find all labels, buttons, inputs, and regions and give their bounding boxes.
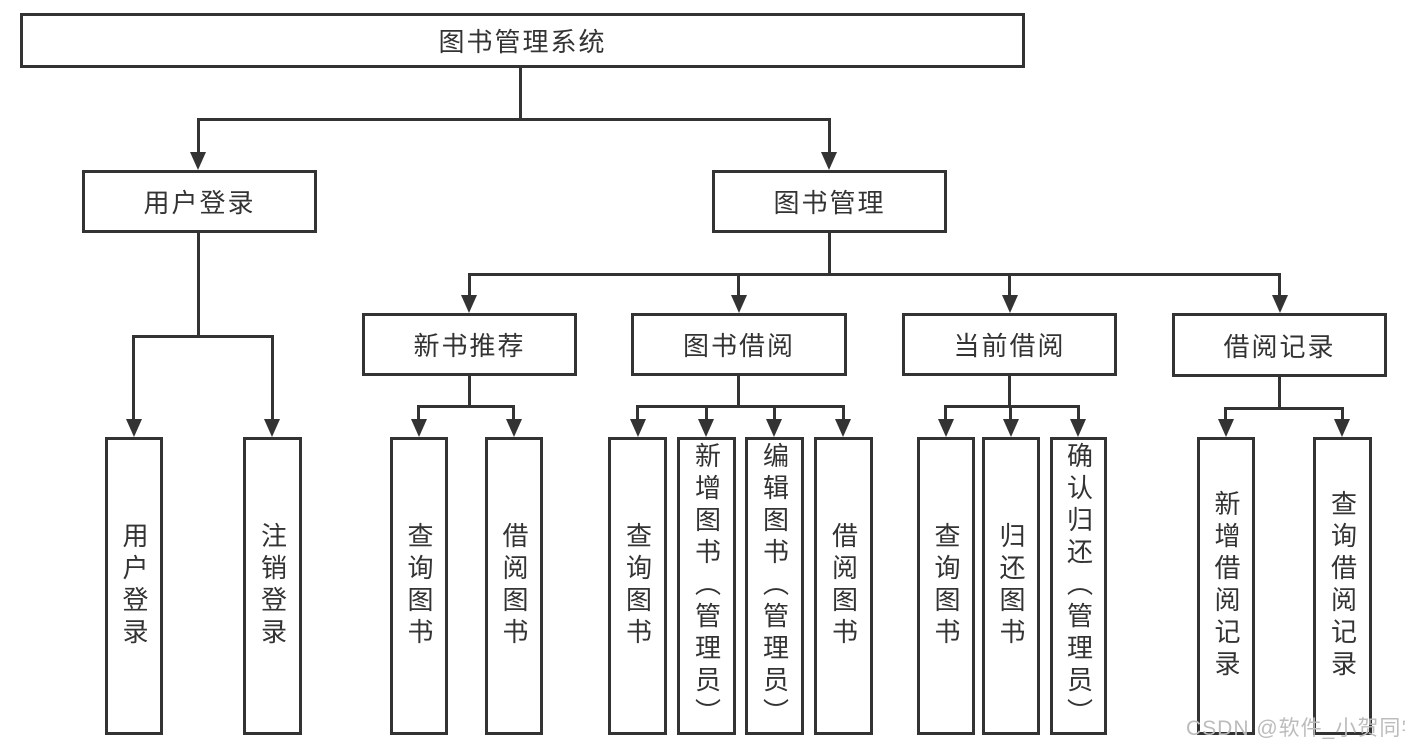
node-current-borrowing: 当前借阅	[902, 313, 1117, 376]
leaf-query-books-recommend-label: 查询图书	[404, 522, 434, 650]
arrowhead-down-icon	[731, 295, 747, 313]
edge-line	[636, 405, 639, 421]
edge-line	[197, 118, 831, 121]
leaf-query-books-borrowing-label: 查询图书	[622, 522, 653, 650]
leaf-query-books-current-label: 查询图书	[931, 522, 961, 650]
leaf-query-borrow-record-label: 查询借阅记录	[1327, 490, 1358, 682]
leaf-return-books: 归还图书	[982, 437, 1040, 735]
leaf-query-books-borrowing: 查询图书	[608, 437, 667, 735]
edge-line	[512, 405, 515, 421]
edge-line	[636, 405, 845, 408]
edge-line	[132, 335, 274, 338]
edge-line	[1224, 407, 1227, 421]
arrowhead-down-icon	[835, 419, 851, 437]
leaf-add-book-admin: 新增图书（管理员）	[677, 437, 736, 735]
edge-line	[944, 405, 1080, 408]
leaf-add-borrow-record: 新增借阅记录	[1197, 437, 1255, 735]
leaf-confirm-return-admin: 确认归还（管理员）	[1050, 437, 1107, 735]
node-book-management: 图书管理	[712, 170, 947, 233]
arrowhead-down-icon	[821, 152, 837, 170]
arrowhead-down-icon	[938, 419, 954, 437]
leaf-borrow-books-recommend: 借阅图书	[485, 437, 543, 735]
node-borrowing-records-label: 借阅记录	[1223, 331, 1336, 362]
leaf-borrow-books-recommend-label: 借阅图书	[499, 522, 529, 650]
edge-line	[1341, 407, 1344, 421]
edge-line	[468, 273, 471, 297]
leaf-edit-book-admin: 编辑图书（管理员）	[745, 437, 804, 735]
node-book-management-label: 图书管理	[773, 188, 886, 218]
leaf-logout-label: 注销登录	[257, 522, 288, 650]
edge-line	[773, 405, 776, 421]
arrowhead-down-icon	[1272, 295, 1288, 313]
leaf-return-books-label: 归还图书	[996, 522, 1026, 650]
arrowhead-down-icon	[506, 419, 522, 437]
edge-line	[197, 233, 200, 335]
edge-line	[132, 335, 135, 421]
edge-line	[417, 405, 515, 408]
edge-line	[842, 405, 845, 421]
edge-line	[468, 376, 471, 407]
leaf-query-books-recommend: 查询图书	[390, 437, 448, 735]
node-new-book-recommend-label: 新书推荐	[413, 331, 526, 361]
node-book-borrowing: 图书借阅	[631, 313, 847, 376]
edge-line	[417, 405, 420, 421]
arrowhead-down-icon	[1334, 419, 1350, 437]
edge-line	[468, 273, 1281, 276]
node-user-login-label: 用户登录	[143, 188, 256, 218]
arrowhead-down-icon	[630, 419, 646, 437]
node-user-login: 用户登录	[82, 170, 317, 233]
leaf-query-books-current: 查询图书	[917, 437, 975, 735]
arrowhead-down-icon	[411, 419, 427, 437]
edge-line	[1008, 273, 1011, 297]
leaf-query-borrow-record: 查询借阅记录	[1313, 437, 1372, 735]
leaf-confirm-return-admin-label: 确认归还（管理员）	[1063, 442, 1094, 730]
leaf-borrow-books-borrowing-label: 借阅图书	[828, 522, 859, 650]
arrowhead-down-icon	[698, 419, 714, 437]
edge-line	[944, 405, 947, 421]
node-borrowing-records: 借阅记录	[1172, 313, 1387, 377]
edge-line	[197, 118, 200, 154]
arrowhead-down-icon	[190, 152, 206, 170]
node-current-borrowing-label: 当前借阅	[953, 331, 1066, 361]
leaf-add-book-admin-label: 新增图书（管理员）	[691, 442, 722, 730]
arrowhead-down-icon	[1002, 295, 1018, 313]
edge-line	[271, 335, 274, 421]
arrowhead-down-icon	[1218, 419, 1234, 437]
arrowhead-down-icon	[126, 419, 142, 437]
edge-line	[1224, 407, 1344, 410]
edge-line	[1077, 405, 1080, 421]
watermark: CSDN @软件_小贺同学	[1186, 717, 1405, 740]
arrowhead-down-icon	[766, 419, 782, 437]
leaf-user-login: 用户登录	[105, 437, 163, 735]
leaf-edit-book-admin-label: 编辑图书（管理员）	[759, 442, 790, 730]
arrowhead-down-icon	[461, 295, 477, 313]
leaf-borrow-books-borrowing: 借阅图书	[814, 437, 873, 735]
edge-line	[1278, 273, 1281, 297]
edge-line	[1008, 376, 1011, 407]
edge-line	[737, 273, 740, 297]
arrowhead-down-icon	[1070, 419, 1086, 437]
edge-line	[519, 68, 522, 118]
edge-line	[737, 376, 740, 407]
leaf-logout: 注销登录	[243, 437, 302, 735]
arrowhead-down-icon	[264, 419, 280, 437]
leaf-user-login-label: 用户登录	[119, 522, 149, 650]
edge-line	[705, 405, 708, 421]
edge-line	[1009, 405, 1012, 421]
edge-line	[1278, 376, 1281, 409]
arrowhead-down-icon	[1003, 419, 1019, 437]
node-book-borrowing-label: 图书借阅	[682, 331, 795, 361]
leaf-add-borrow-record-label: 新增借阅记录	[1211, 490, 1241, 682]
node-root: 图书管理系统	[20, 13, 1025, 68]
node-root-label: 图书管理系统	[438, 27, 607, 57]
edge-line	[828, 118, 831, 154]
node-new-book-recommend: 新书推荐	[362, 313, 577, 376]
edge-line	[828, 233, 831, 275]
